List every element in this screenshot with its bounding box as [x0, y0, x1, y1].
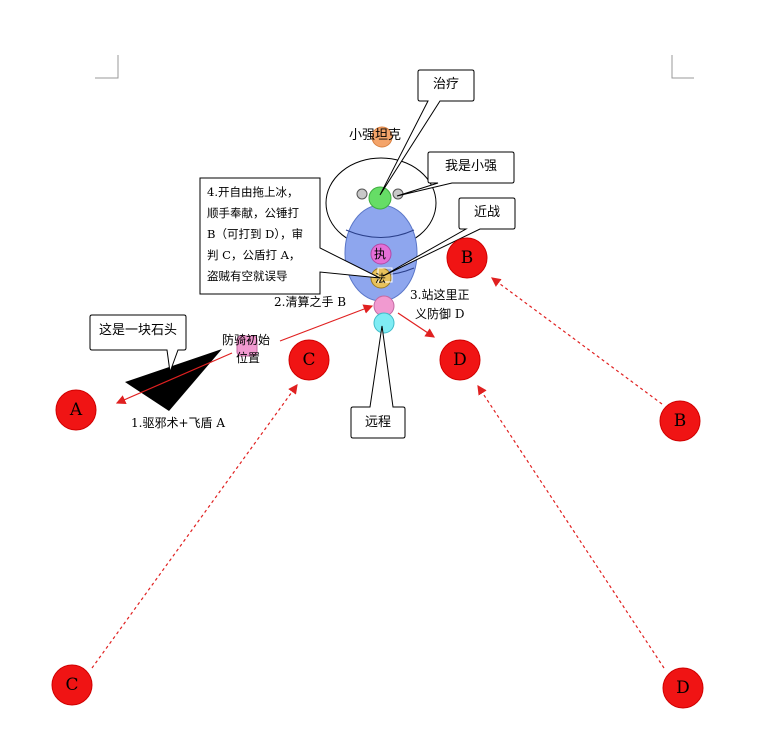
step1-label: 1.驱邪术+飞盾 A: [131, 416, 225, 430]
step2-label: 2.清算之手 B: [274, 295, 347, 309]
callout-healer-text: 治疗: [432, 77, 459, 92]
marker-a-label: A: [69, 400, 83, 420]
arrow-to-start: [279, 304, 374, 342]
dashed-path-b: [491, 277, 663, 405]
stone-triangle: [125, 349, 222, 411]
group-arc-1: [345, 229, 415, 238]
note-line-4: 判 C，公盾打 A，: [207, 248, 301, 262]
melee-token: [370, 243, 392, 265]
gray-dot-right: [392, 188, 404, 200]
marker-c-near-label: C: [302, 350, 316, 370]
note-text: 4.开自由拖上冰， 顺手奉献，公锤打 B（可打到 D），审 判 C，公盾打 A，…: [207, 182, 303, 287]
arrow-to-d: [397, 312, 435, 338]
callout-stone-bubble: [89, 314, 187, 373]
gray-dot-left: [356, 188, 368, 200]
callout-ranged-bubble: [350, 325, 406, 439]
marker-c-far-label: C: [65, 675, 79, 695]
callout-healer-bubble: [379, 69, 475, 196]
marker-a: [55, 389, 97, 431]
defense-start-label-2: 位置: [236, 351, 261, 365]
note-line-2: 顺手奉献，公锤打: [207, 206, 299, 220]
step3-label-2: 义防御 D: [415, 307, 465, 321]
step3-label-1: 3.站这里正: [410, 288, 470, 302]
marker-d-far: [662, 667, 704, 709]
note-box: [199, 177, 381, 295]
callout-tank-bubble: [396, 151, 515, 197]
ranged-token: [373, 312, 395, 334]
callout-stone-text: 这是一块石头: [98, 323, 177, 338]
marker-d-far-label: D: [676, 678, 690, 698]
callout-ranged-text: 远程: [364, 415, 391, 430]
healer-token: [368, 186, 392, 210]
marker-b-far-label: B: [673, 411, 687, 431]
corner-mark-left: [95, 55, 119, 79]
defense-initial-token: [236, 335, 258, 357]
zhi-label: 执: [374, 247, 387, 261]
arrow-to-a: [115, 352, 233, 405]
callout-melee-text: 近战: [473, 205, 500, 220]
marker-c-near: [288, 339, 330, 381]
note-line-1: 4.开自由拖上冰，: [207, 185, 299, 199]
dashed-path-d: [477, 384, 665, 669]
dashed-path-c: [91, 384, 298, 669]
marker-b-near-label: B: [460, 248, 474, 268]
marker-c-far: [51, 664, 93, 706]
marker-d-near: [439, 339, 481, 381]
marker-d-near-label: D: [453, 350, 467, 370]
tank-label: 小强坦克: [349, 128, 402, 143]
page-corner-marks: [95, 55, 694, 79]
note-line-3: B（可打到 D），审: [207, 227, 304, 241]
tank-token: [371, 126, 393, 148]
callout-melee-bubble: [382, 197, 516, 277]
defense-start-label-1: 防骑初始: [222, 333, 271, 347]
callout-tank-text: 我是小强: [444, 159, 497, 174]
fa-label: 法: [375, 272, 386, 285]
paladin-handle: [377, 267, 393, 283]
marker-b-near: [446, 237, 488, 279]
corner-mark-right: [671, 55, 694, 79]
note-line-5: 盗贼有空就误导: [207, 269, 288, 283]
marker-b-far: [659, 400, 701, 442]
